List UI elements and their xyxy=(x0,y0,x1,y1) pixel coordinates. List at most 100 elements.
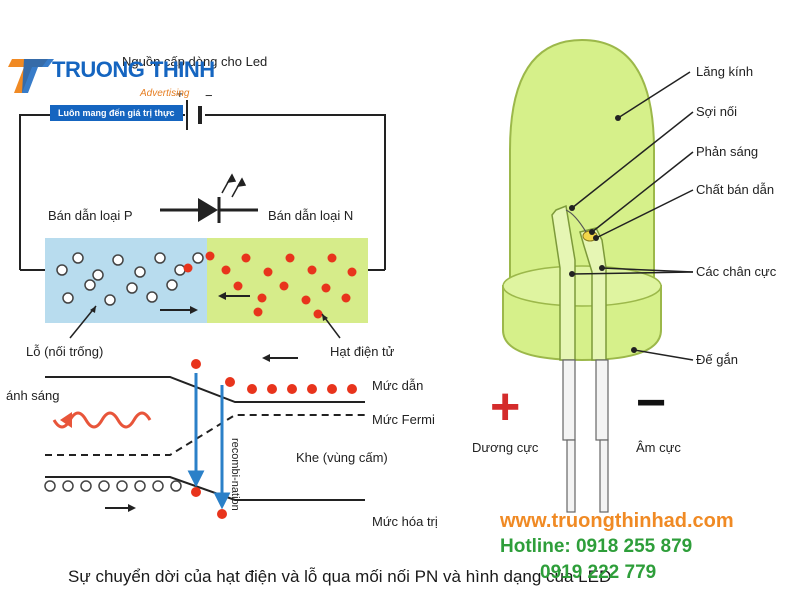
hole-particle xyxy=(174,264,186,276)
n-region xyxy=(207,238,368,323)
band-electrons-group xyxy=(191,359,357,394)
conduction-label: Mức dẫn xyxy=(372,378,423,393)
electron-particle xyxy=(241,253,251,263)
power-source-label: Nguồn cấp dòng cho Led xyxy=(122,54,267,69)
electron-particle xyxy=(313,309,323,319)
light-emission-icon xyxy=(221,173,247,198)
electron-particle xyxy=(233,281,243,291)
electron-particle xyxy=(257,293,267,303)
holes-group xyxy=(56,252,204,306)
n-type-label: Bán dẫn loại N xyxy=(268,208,353,223)
svg-text:+: + xyxy=(176,86,184,101)
brand-logo: TRUONG THINH Advertising Luôn mang đến g… xyxy=(8,45,215,130)
valence-label: Mức hóa trị xyxy=(372,514,438,529)
electron-particle xyxy=(205,251,215,261)
hole-particle xyxy=(192,252,204,264)
recombined-electron xyxy=(191,487,201,497)
band-hole xyxy=(170,480,182,492)
band-electron xyxy=(347,384,357,394)
led-lens xyxy=(509,38,655,301)
hole-particle xyxy=(56,264,68,276)
logo-mark-icon xyxy=(8,59,54,93)
hole-particle xyxy=(62,292,74,304)
hole-particle xyxy=(72,252,84,264)
band-electron xyxy=(225,377,235,387)
electron-particle xyxy=(321,283,331,293)
plus-sign: + xyxy=(490,378,520,436)
electron-particle xyxy=(263,267,273,277)
p-type-label: Bán dẫn loại P xyxy=(48,208,133,223)
base-label: Đế gắn xyxy=(696,352,738,367)
electron-particle xyxy=(341,293,351,303)
hole-flow-arrow xyxy=(105,504,136,512)
recombined-electron xyxy=(217,509,227,519)
led-bond-wire xyxy=(565,209,587,233)
hole-particle xyxy=(166,279,178,291)
band-electron xyxy=(247,384,257,394)
electron-particle xyxy=(285,253,295,263)
minus-sign: − xyxy=(636,374,666,432)
gap-label: Khe (vùng cấm) xyxy=(296,450,388,465)
valence-band-line xyxy=(45,476,365,501)
hole-particle xyxy=(146,291,158,303)
electron-particle xyxy=(221,265,231,275)
pn-circuit: + − Nguồn cấp dòng cho Led Bán dẫn loại … xyxy=(19,54,395,359)
circuit-wire-right xyxy=(205,114,386,270)
energy-band-diagram: recombi-nation ánh sáng Mức dẫn Mức Ferm… xyxy=(6,354,438,529)
reflector-label: Phản sáng xyxy=(696,144,758,159)
hole-particle xyxy=(112,254,124,266)
band-electron xyxy=(327,384,337,394)
hole-particle xyxy=(104,294,116,306)
fermi-label: Mức Fermi xyxy=(372,412,435,427)
watermark-hotline-2: 0919 222 779 xyxy=(540,562,657,583)
watermark-website: www.truongthinhad.com xyxy=(500,510,734,532)
diode-icon xyxy=(198,198,218,222)
logo-brand: TRUONG THINH xyxy=(52,57,215,82)
cathode-label: Âm cực xyxy=(636,440,681,455)
electron-particle xyxy=(307,265,317,275)
band-hole xyxy=(44,480,56,492)
led-cathode-leg xyxy=(595,359,609,441)
conduction-band-line xyxy=(45,376,365,403)
led-callout-lines xyxy=(571,71,694,361)
lens-label: Lăng kính xyxy=(696,64,753,79)
light-arrow-head xyxy=(60,412,72,428)
band-hole xyxy=(152,480,164,492)
band-hole xyxy=(134,480,146,492)
hole-label: Lỗ (nối trống) xyxy=(26,344,103,359)
electron-label: Hạt điện tử xyxy=(330,344,395,359)
electron-particle xyxy=(279,281,289,291)
band-electron xyxy=(191,359,201,369)
electron-flow-arrow xyxy=(262,354,298,362)
light-label: ánh sáng xyxy=(6,388,60,403)
led-callout-dots xyxy=(569,115,637,353)
electrons-group xyxy=(183,251,357,319)
wire-label: Sợi nối xyxy=(696,104,737,119)
electron-drift-arrow xyxy=(218,292,250,300)
svg-text:−: − xyxy=(205,88,213,103)
electron-particle xyxy=(183,263,193,273)
hole-particle xyxy=(92,269,104,281)
band-hole xyxy=(116,480,128,492)
electron-particle xyxy=(301,295,311,305)
hole-particle xyxy=(126,282,138,294)
p-region xyxy=(45,238,207,323)
band-holes-group xyxy=(44,480,227,519)
caption: Sự chuyển dời của hạt điện và lỗ qua mối… xyxy=(68,567,611,586)
hole-drift-arrow xyxy=(160,306,198,314)
electron-particle xyxy=(327,253,337,263)
anode-label: Dương cực xyxy=(472,440,539,455)
led-base xyxy=(502,285,662,362)
electron-particle xyxy=(347,267,357,277)
band-hole xyxy=(98,480,110,492)
recombination-label: recombi-nation xyxy=(229,438,241,511)
hole-particle xyxy=(154,252,166,264)
logo-sub: Advertising xyxy=(140,88,190,99)
fermi-level-line xyxy=(45,414,365,456)
leads-label: Các chân cực xyxy=(696,264,777,279)
recombination-arrows xyxy=(187,373,231,510)
hole-particle xyxy=(134,266,146,278)
band-electron xyxy=(287,384,297,394)
band-hole xyxy=(62,480,74,492)
